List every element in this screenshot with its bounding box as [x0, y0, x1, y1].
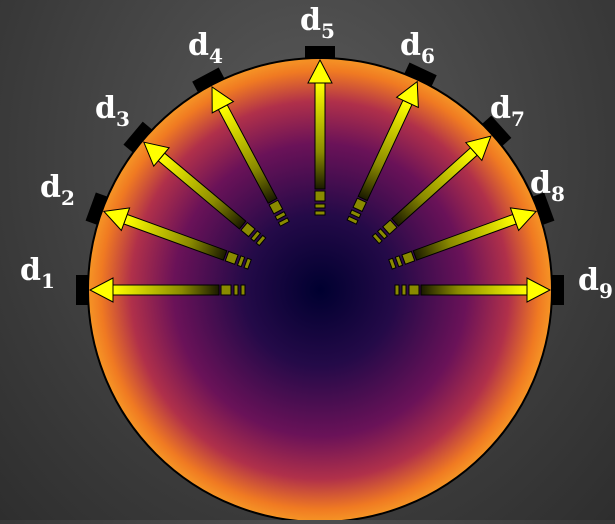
arrow-head [464, 135, 492, 162]
arrow-dash [314, 190, 326, 202]
arrow-d9 [394, 277, 552, 303]
arrow-d4 [211, 85, 290, 227]
arrow-d7 [371, 135, 492, 245]
detector-d5 [305, 46, 335, 58]
arrow-dash [349, 209, 362, 219]
detector-d9 [552, 275, 564, 305]
arrow-dash [401, 250, 416, 265]
arrow-dash [382, 219, 398, 235]
arrow-dash [346, 215, 359, 225]
label-d2: d2 [40, 170, 75, 210]
arrow-dash [352, 197, 368, 213]
label-d4: d4 [188, 28, 223, 68]
arrow-dash [255, 234, 267, 247]
label-subscript: 1 [41, 269, 55, 293]
detector-d3 [123, 121, 152, 153]
arrow-dash [408, 284, 420, 296]
label-base: d [400, 28, 421, 63]
label-subscript: 8 [551, 182, 565, 206]
arrow-dash [236, 255, 246, 268]
label-base: d [530, 166, 551, 201]
arrow-dash [233, 284, 239, 296]
label-d6: d6 [400, 28, 435, 68]
label-d5: d5 [300, 3, 335, 43]
arrow-head [509, 207, 538, 232]
detector-d1 [76, 275, 88, 305]
arrow-dash [371, 232, 383, 245]
label-d1: d1 [20, 253, 55, 293]
label-d7: d7 [490, 91, 525, 131]
label-base: d [20, 253, 41, 288]
detector-d7 [482, 115, 512, 146]
arrow-head [102, 207, 131, 232]
arrow-dash [268, 199, 284, 215]
arrow-shaft [314, 82, 326, 190]
label-base: d [578, 263, 599, 298]
label-subscript: 6 [421, 44, 435, 68]
arrow-dash [240, 284, 246, 296]
label-subscript: 4 [209, 44, 223, 68]
detector-d8 [532, 192, 555, 225]
arrow-dash [388, 257, 397, 270]
label-base: d [300, 3, 321, 38]
arrow-d8 [388, 207, 538, 270]
arrow-d3 [142, 141, 267, 247]
arrow-d5 [307, 58, 333, 216]
arrow-head [211, 85, 235, 114]
arrow-head [307, 58, 333, 84]
label-d3: d3 [95, 91, 130, 131]
arrow-dash [394, 255, 404, 268]
label-subscript: 2 [61, 186, 75, 210]
label-base: d [188, 28, 209, 63]
arrow-dash [220, 284, 232, 296]
detector-d4 [192, 67, 225, 93]
arrow-dash [394, 284, 400, 296]
arrow-dash [274, 211, 287, 221]
arrow-dash [250, 230, 262, 242]
arrow-d2 [102, 207, 252, 270]
arrow-shaft [112, 284, 220, 296]
arrow-d6 [346, 80, 419, 225]
arrow-dash [314, 203, 326, 209]
arrow-head [88, 277, 114, 303]
arrow-dash [314, 210, 326, 216]
label-d8: d8 [530, 166, 565, 206]
arrow-dash [243, 257, 252, 270]
detector-d6 [404, 62, 437, 87]
label-base: d [490, 91, 511, 126]
label-subscript: 9 [599, 279, 613, 303]
arrow-head [526, 277, 552, 303]
arrow-dash [376, 228, 388, 240]
label-base: d [95, 91, 116, 126]
label-base: d [40, 170, 61, 205]
detector-group [76, 46, 564, 305]
arrow-dash [277, 217, 290, 227]
arrow-dash [401, 284, 407, 296]
arrow-shaft [420, 284, 528, 296]
label-d9: d9 [578, 263, 613, 303]
detector-d2 [85, 192, 108, 225]
arrow-dash [224, 250, 239, 265]
arrow-d1 [88, 277, 246, 303]
arrow-head [142, 141, 171, 168]
arrow-group [88, 58, 552, 303]
arrow-head [395, 80, 419, 109]
label-subscript: 3 [116, 107, 130, 131]
label-subscript: 7 [511, 107, 525, 131]
label-subscript: 5 [321, 19, 335, 43]
arrow-dash [240, 221, 256, 238]
